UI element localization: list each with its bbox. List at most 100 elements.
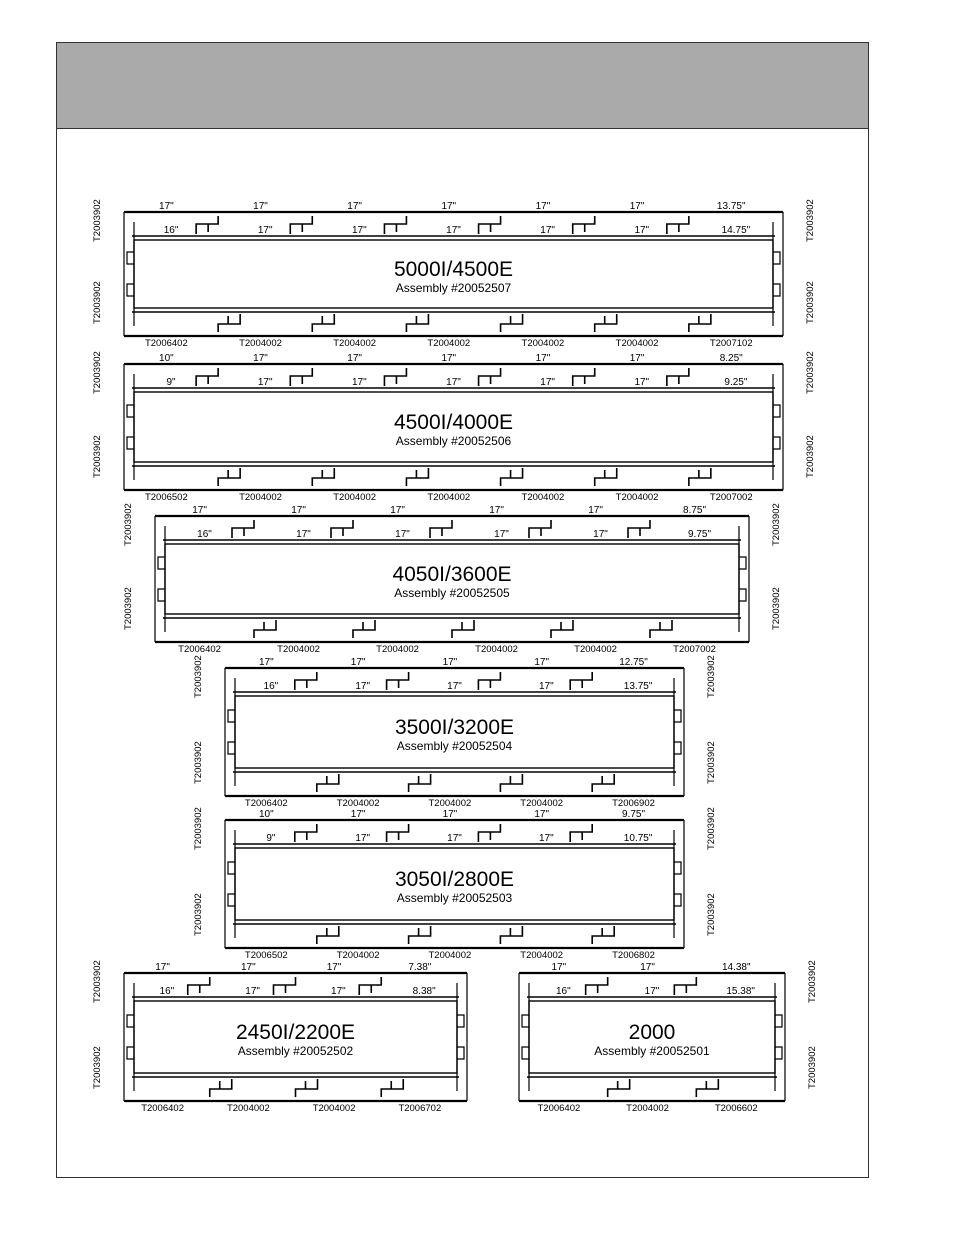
end-panels <box>123 364 784 490</box>
model-title: 2000 <box>629 1021 676 1044</box>
end-notches <box>126 404 781 450</box>
bottom-part-code: T2004002 <box>337 950 380 961</box>
panel-joint-top <box>571 216 596 234</box>
top-inner-dimension: 9.25" <box>724 377 747 388</box>
top-outer-dimension: 12.75" <box>619 657 648 668</box>
end-panels <box>154 516 750 642</box>
bottom-part-code: T2004002 <box>239 492 282 503</box>
panel-joint-top <box>477 368 502 386</box>
top-outer-dimension: 17" <box>241 962 256 973</box>
bottom-part-code: T2006402 <box>538 1103 581 1114</box>
inner-rails <box>233 691 676 773</box>
assembly-number: Assembly #20052503 <box>397 891 513 905</box>
top-inner-dimension: 16" <box>264 681 279 692</box>
panel-joint-top <box>528 520 552 538</box>
bottom-part-code: T2006402 <box>141 1103 184 1114</box>
top-inner-dimension: 14.75" <box>722 225 751 236</box>
top-outer-dimension: 17" <box>351 657 366 668</box>
assembly-number: Assembly #20052501 <box>594 1044 710 1058</box>
side-part-code: T2003902 <box>193 741 204 784</box>
panel-joint-top <box>289 216 314 234</box>
top-outer-dimension: 17" <box>536 201 551 212</box>
bottom-part-code: T2004002 <box>227 1103 270 1114</box>
panel-joint-bottom <box>294 1079 319 1097</box>
assembly-1: 17"17"17"17"17"17"13.75"16"17"17"17"17"1… <box>92 199 816 349</box>
panel-joint-bottom <box>407 926 432 944</box>
panel-joint-top <box>666 368 690 386</box>
top-outer-dimension: 17" <box>253 201 268 212</box>
model-title: 4050I/3600E <box>392 563 511 586</box>
top-inner-dimension: 10.75" <box>624 833 653 844</box>
side-part-code: T2003902 <box>193 807 204 850</box>
top-outer-dimension: 9.75" <box>622 809 645 820</box>
assembly-4: 17"17"17"17"12.75"16"17"17"17"13.75"T200… <box>193 655 717 809</box>
top-outer-dimension: 17" <box>552 962 567 973</box>
side-part-code: T2003902 <box>706 893 717 936</box>
panel-joint-top <box>186 977 211 995</box>
top-inner-dimension: 17" <box>593 529 608 540</box>
model-title: 5000I/4500E <box>394 258 513 281</box>
assembly-3: 17"17"17"17"17"8.75"16"17"17"17"17"9.75"… <box>123 503 782 655</box>
bottom-part-code: T2004002 <box>313 1103 356 1114</box>
frame-outline <box>124 971 467 1103</box>
panel-joint-bottom <box>311 468 336 486</box>
bottom-part-code: T2004002 <box>626 1103 669 1114</box>
top-outer-dimension: 17" <box>489 505 504 516</box>
top-inner-dimension: 8.38" <box>413 986 436 997</box>
panel-joint-bottom <box>208 1079 233 1097</box>
model-title: 3050I/2800E <box>395 868 514 891</box>
end-notches <box>126 251 781 297</box>
top-outer-dimension: 17" <box>351 809 366 820</box>
side-part-code: T2003902 <box>771 587 782 630</box>
panel-joint-top <box>294 824 318 842</box>
end-notches <box>227 861 682 907</box>
panel-joint-bottom <box>352 620 376 638</box>
side-part-code: T2003902 <box>92 351 103 394</box>
bottom-part-code: T2006902 <box>612 798 655 809</box>
bottom-part-code: T2004002 <box>522 492 565 503</box>
side-part-code: T2003902 <box>92 199 103 242</box>
bottom-part-code: T2006602 <box>715 1103 758 1114</box>
panel-joint-bottom <box>217 314 241 332</box>
bottom-part-code: T2004002 <box>522 338 565 349</box>
model-title: 4500I/4000E <box>394 411 513 434</box>
top-inner-dimension: 15.38" <box>726 986 755 997</box>
panel-joint-top <box>569 672 593 690</box>
top-inner-dimension: 17" <box>296 529 311 540</box>
top-outer-dimension: 17" <box>327 962 342 973</box>
side-part-code: T2003902 <box>805 199 816 242</box>
bottom-part-code: T2004002 <box>333 492 376 503</box>
assembly-number: Assembly #20052504 <box>397 739 513 753</box>
frame-outline <box>124 210 783 338</box>
frame-outline <box>124 362 783 492</box>
top-outer-dimension: 17" <box>443 809 458 820</box>
top-outer-dimension: 17" <box>441 353 456 364</box>
top-outer-dimension: 17" <box>390 505 405 516</box>
top-outer-dimension: 17" <box>630 201 645 212</box>
panel-joint-bottom <box>407 774 432 792</box>
top-inner-dimension: 17" <box>355 833 370 844</box>
top-inner-dimension: 17" <box>355 681 370 692</box>
top-inner-dimension: 17" <box>331 986 346 997</box>
frame-outline <box>225 818 684 950</box>
end-panels <box>518 973 786 1101</box>
panel-joint-bottom <box>316 774 340 792</box>
assembly-5: 10"17"17"17"9.75"9"17"17"17"10.75"T20065… <box>193 807 717 961</box>
top-outer-dimension: 17" <box>347 201 362 212</box>
top-outer-dimension: 17" <box>159 201 174 212</box>
panel-joint-bottom <box>217 468 241 486</box>
side-part-code: T2003902 <box>193 655 204 698</box>
top-inner-dimension: 17" <box>447 833 462 844</box>
top-outer-dimension: 17" <box>441 201 456 212</box>
bottom-part-code: T2004002 <box>427 492 470 503</box>
top-outer-dimension: 7.38" <box>408 962 431 973</box>
top-outer-dimension: 17" <box>259 657 274 668</box>
side-part-code: T2003902 <box>123 587 134 630</box>
bottom-part-code: T2004002 <box>333 338 376 349</box>
side-part-code: T2003902 <box>807 960 818 1003</box>
panel-joint-bottom <box>380 1079 405 1097</box>
panel-joint-top <box>289 368 314 386</box>
panel-joint-bottom <box>311 314 336 332</box>
panel-joint-top <box>383 368 408 386</box>
side-part-code: T2003902 <box>805 351 816 394</box>
